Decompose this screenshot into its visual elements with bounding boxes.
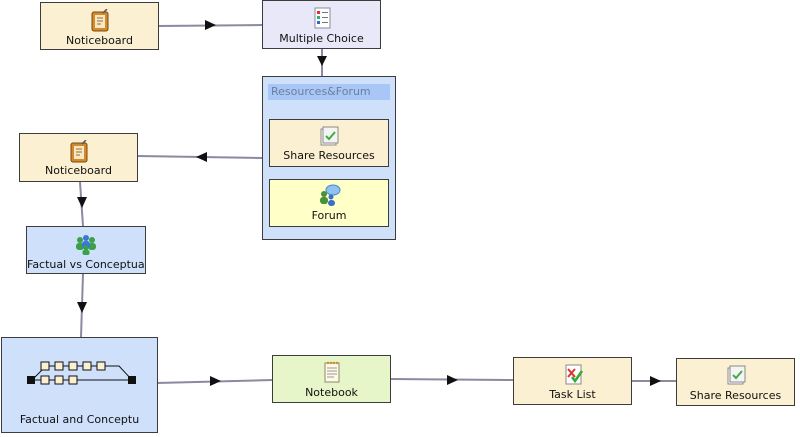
node-label: Notebook	[305, 386, 358, 399]
activity-noticeboard-1[interactable]: Noticeboard	[40, 2, 159, 50]
activity-factual-vs-conceptual[interactable]: Factual vs Conceptual	[26, 226, 146, 274]
node-label: Share Resources	[283, 149, 375, 162]
node-label: Noticeboard	[45, 164, 112, 177]
activity-share-resources-1[interactable]: Share Resources	[269, 119, 389, 167]
arrowhead-1	[205, 20, 216, 30]
arrowhead-3	[196, 152, 207, 162]
activity-factual-and-conceptual[interactable]: Factual and Conceptu	[1, 337, 158, 433]
node-label: Factual vs Conceptual	[27, 258, 145, 271]
arrowhead-6	[210, 376, 221, 386]
node-label: Task List	[549, 388, 596, 401]
activity-notebook[interactable]: Notebook	[272, 355, 391, 403]
node-label: Factual and Conceptu	[19, 413, 140, 426]
arrowhead-8	[650, 376, 661, 386]
task-list-icon	[565, 364, 583, 385]
node-label: Noticeboard	[66, 34, 133, 47]
forum-icon	[320, 184, 341, 206]
group-resources-forum[interactable]: Resources&Forum Share Resources Forum	[262, 76, 396, 240]
arrowhead-2	[317, 56, 327, 66]
edge-noticeboard-to-factual-vs	[79, 181, 84, 227]
node-label: Share Resources	[689, 389, 782, 402]
edge-noticeboard-to-multiple-choice	[157, 24, 263, 27]
activity-share-resources-2[interactable]: Share Resources	[676, 358, 795, 406]
branching-sequence-icon	[27, 361, 136, 385]
arrowhead-5	[77, 302, 87, 313]
edge-resources-to-noticeboard	[137, 155, 263, 159]
edge-factual-vs-to-factual-and	[80, 273, 84, 338]
notebook-icon	[324, 361, 339, 383]
noticeboard-icon	[70, 140, 87, 163]
group-title: Resources&Forum	[268, 84, 390, 100]
activity-multiple-choice[interactable]: Multiple Choice	[262, 0, 381, 49]
activity-noticeboard-2[interactable]: Noticeboard	[19, 133, 138, 182]
arrowhead-4	[77, 197, 87, 208]
node-label: Multiple Choice	[279, 32, 364, 45]
edge-factual-and-to-notebook	[156, 379, 273, 384]
group-people-icon	[76, 235, 96, 255]
checklist-icon	[314, 7, 330, 29]
share-resources-icon	[727, 365, 745, 385]
activity-forum[interactable]: Forum	[269, 179, 389, 227]
edge-notebook-to-task-list	[389, 378, 514, 381]
noticeboard-icon	[91, 9, 108, 32]
node-label: Forum	[311, 209, 347, 222]
activity-task-list[interactable]: Task List	[513, 357, 632, 405]
share-resources-icon	[320, 126, 339, 146]
arrowhead-7	[447, 375, 458, 385]
